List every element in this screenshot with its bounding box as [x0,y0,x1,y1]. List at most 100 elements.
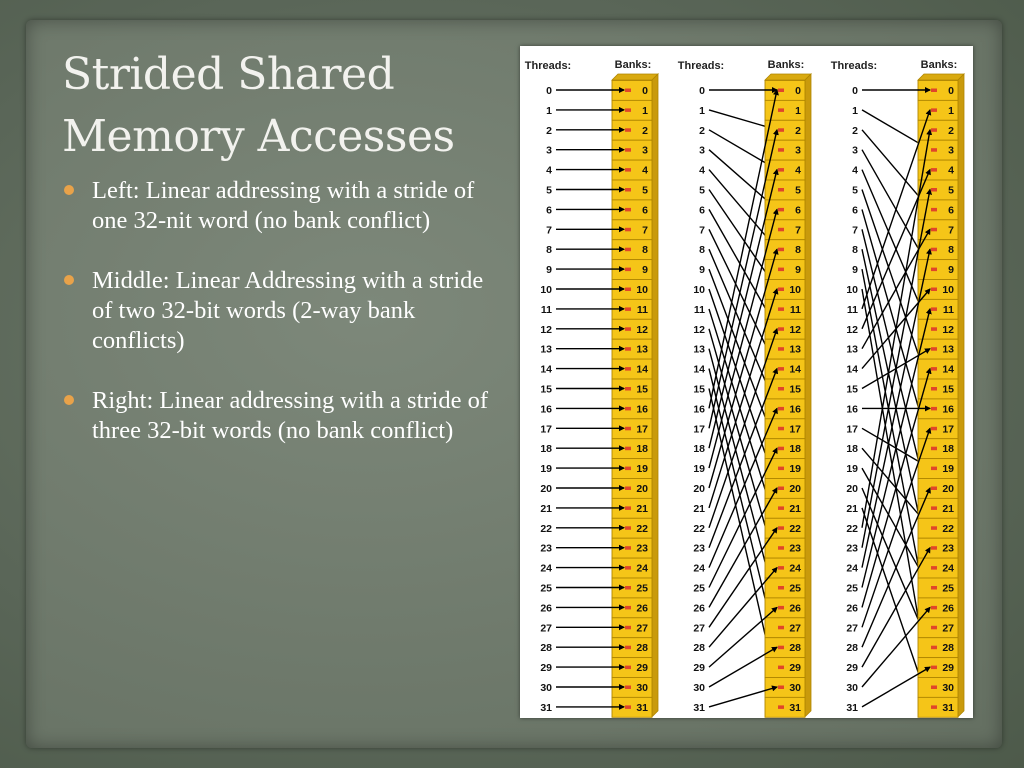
bank-marker [931,546,937,550]
bank-label: 25 [789,583,801,595]
bank-label: 14 [942,364,954,376]
bank-marker [778,287,784,291]
thread-label: 6 [852,204,858,216]
bank-label: 9 [642,264,648,276]
bank-marker [931,108,937,112]
thread-bank-arrow [708,487,778,608]
bank-label: 13 [789,344,801,356]
bank-label: 31 [789,702,801,714]
bank-marker [778,625,784,630]
thread-label: 19 [846,463,858,475]
thread-bank-arrow [708,327,779,529]
bank-marker [778,705,784,709]
bullet-item: Left: Linear addressing with a stride of… [62,176,492,236]
bank-label: 6 [642,204,648,216]
bank-marker [931,506,937,510]
thread-label: 12 [693,324,705,336]
thread-label: 20 [846,483,858,495]
bank-marker [625,546,631,550]
bank-label: 31 [636,702,648,714]
bank-label: 20 [942,483,954,495]
bank-marker [931,387,937,391]
thread-label: 30 [540,682,552,694]
bank-marker [778,387,784,391]
bank-marker [778,506,784,510]
thread-bank-arrow [861,248,932,568]
bank-marker [625,426,631,431]
bank-marker [931,566,937,570]
bank-label: 18 [789,443,801,455]
bank-label: 10 [636,284,648,296]
bank-marker [778,566,784,570]
bank-label: 17 [636,423,648,435]
bank-column-top [917,73,965,81]
bank-marker [625,645,631,650]
thread-label: 4 [852,165,858,177]
bullet-dot-icon [64,395,74,405]
thread-label: 24 [540,563,552,575]
thread-label: 21 [693,503,705,515]
bank-marker [625,347,631,351]
thread-bank-arrow [708,208,779,469]
bank-marker [931,486,937,490]
bank-marker [778,486,784,490]
bank-label: 4 [642,165,648,177]
bank-marker [931,307,937,311]
thread-label: 3 [546,145,552,157]
bank-label: 12 [789,324,801,336]
bank-label: 13 [942,344,954,356]
thread-label: 5 [852,185,858,197]
bank-marker [778,88,784,92]
bank-marker [625,188,631,192]
bank-marker [625,287,631,291]
bank-marker [931,207,937,212]
bullet-dot-icon [64,185,74,195]
bank-diagram-svg: Threads:Banks:00112233445566778899101011… [525,59,965,718]
bank-marker [778,645,784,650]
thread-label: 11 [847,304,858,316]
thread-label: 16 [846,403,858,415]
thread-label: 20 [693,483,705,495]
thread-bank-arrow [708,248,779,489]
thread-label: 6 [699,204,705,216]
bank-marker [931,88,937,92]
thread-label: 12 [846,324,858,336]
thread-label: 27 [846,622,858,634]
thread-bank-arrow [708,526,778,628]
thread-label: 25 [540,583,552,595]
thread-bank-arrow [708,288,779,509]
bank-marker [931,168,937,172]
bank-label: 19 [636,463,648,475]
bank-marker [625,307,631,311]
bank-marker [778,227,784,232]
bank-marker [778,406,784,411]
thread-label: 18 [693,443,705,455]
bank-label: 21 [942,503,954,515]
thread-label: 27 [693,622,705,634]
bank-marker [778,188,784,192]
bank-label: 15 [636,384,648,396]
bank-label: 1 [948,105,954,117]
bank-label: 31 [942,702,954,714]
bank-marker [931,148,937,152]
bank-marker [931,446,937,451]
bank-label: 4 [795,165,801,177]
bank-label: 10 [942,284,954,296]
bank-marker [778,665,784,670]
bank-label: 10 [789,284,801,296]
thread-label: 16 [540,403,552,415]
bank-marker [931,526,937,530]
thread-label: 15 [693,384,705,396]
bank-marker [625,486,631,490]
bank-label: 16 [636,403,648,415]
bank-label: 23 [942,543,954,555]
bank-label: 2 [642,125,648,137]
thread-label: 23 [693,543,705,555]
bank-label: 16 [942,403,954,415]
thread-bank-arrow [861,666,931,708]
bank-marker [625,705,631,709]
thread-label: 11 [694,304,705,316]
thread-label: 2 [699,125,705,137]
threads-header: Threads: [525,60,571,72]
thread-label: 27 [540,622,552,634]
